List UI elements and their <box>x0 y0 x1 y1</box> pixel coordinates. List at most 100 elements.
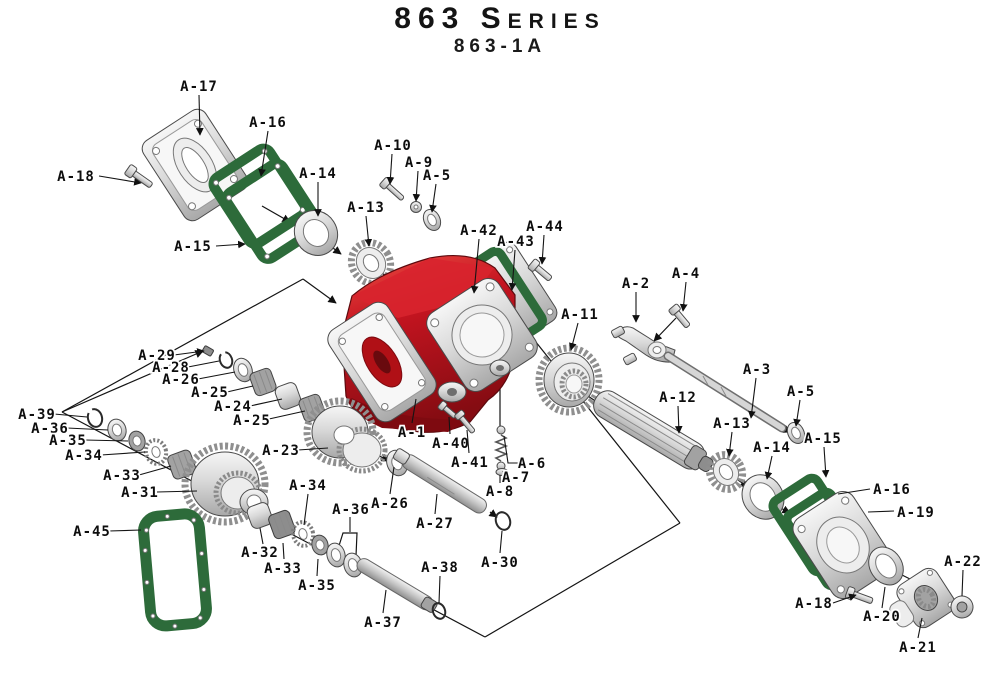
part-label-a-36: A-36 <box>31 421 69 437</box>
part-cluster-gear-a23 <box>303 397 388 474</box>
part-label-a-37: A-37 <box>364 615 402 631</box>
leader-line-a-10 <box>386 153 395 185</box>
part-label-a-38: A-38 <box>421 560 459 576</box>
part-washer-a36-left <box>107 418 127 442</box>
leader-line-a-37 <box>382 589 387 614</box>
leader-line-a-30 <box>499 530 503 554</box>
part-roller-bearing-a25-upper <box>249 367 277 397</box>
part-label-a-23: A-23 <box>262 443 300 459</box>
part-bolt-a18 <box>124 164 153 188</box>
part-washer-a36-lower-1 <box>326 542 346 568</box>
part-screw-a40 <box>437 400 457 419</box>
part-companion-flange-a21 <box>889 567 956 629</box>
leader-line-a-38 <box>438 575 441 604</box>
part-label-a-1: A-1 <box>398 425 426 441</box>
part-label-a-21: A-21 <box>899 640 937 656</box>
leader-line-a-16 <box>258 130 269 177</box>
leader-line-a-14 <box>764 455 773 480</box>
leader-line-a-43 <box>508 249 517 291</box>
part-bearing-cup-a14-left <box>293 210 339 256</box>
part-gasket-a45 <box>138 508 212 632</box>
part-label-a-12: A-12 <box>659 390 697 406</box>
part-label-a-34: A-34 <box>289 478 327 494</box>
leader-line-a-24 <box>249 398 283 407</box>
leader-line-a-22 <box>961 569 964 597</box>
part-label-a-15: A-15 <box>804 431 842 447</box>
leader-line-a-20 <box>881 586 886 609</box>
label-layer: A-17A-18A-16A-15A-14A-13A-10A-9A-5A-42A-… <box>16 77 982 658</box>
part-snap-ring-a39 <box>86 408 104 428</box>
part-washer-a36-lower-2 <box>343 552 363 578</box>
page-title: 863 Series <box>394 2 606 35</box>
part-label-a-26: A-26 <box>162 372 200 388</box>
part-washer-a5-top <box>422 208 442 232</box>
part-bearing-race-a32 <box>246 502 273 529</box>
part-label-a-27: A-27 <box>416 516 454 532</box>
page-subtitle: 863-1A <box>453 36 547 57</box>
part-label-a-5: A-5 <box>423 168 451 184</box>
part-label-a-32: A-32 <box>241 545 279 561</box>
part-label-a-17: A-17 <box>180 79 218 95</box>
leader-line-a-11 <box>569 322 579 351</box>
leader-line-a-31 <box>156 490 198 493</box>
leader-line-a-42 <box>470 238 480 294</box>
part-label-a-39: A-39 <box>18 407 56 423</box>
part-label-a-19: A-19 <box>897 505 935 521</box>
leader-line-a-5 <box>793 399 801 427</box>
leader-line-a-29 <box>173 348 205 356</box>
leader-line-a-6 <box>503 435 519 464</box>
part-label-a-10: A-10 <box>374 138 412 154</box>
part-nut-a9 <box>410 201 422 213</box>
part-detent-spring-a8 <box>493 425 509 476</box>
leader-line-a-5 <box>429 183 437 213</box>
part-bolt-a44 <box>527 258 553 282</box>
part-label-a-34: A-34 <box>65 448 103 464</box>
leader-line-a-19 <box>867 510 895 513</box>
part-label-a-16: A-16 <box>249 115 287 131</box>
part-label-a-33: A-33 <box>103 468 141 484</box>
part-label-a-13: A-13 <box>713 416 751 432</box>
leader-line-a-23 <box>297 447 329 451</box>
leader-line-a-15 <box>215 240 246 249</box>
part-label-a-36: A-36 <box>332 502 370 518</box>
part-o-ring-a30 <box>494 511 512 531</box>
leader-line-a-13 <box>364 215 373 247</box>
part-main-gear-a31 <box>181 442 269 526</box>
leader-line-a-35 <box>316 558 319 577</box>
part-shift-rail-a3 <box>663 351 787 433</box>
part-label-a-28: A-28 <box>152 360 190 376</box>
part-label-a-25: A-25 <box>191 385 229 401</box>
leader-line-a-44 <box>538 234 547 265</box>
part-label-a-35: A-35 <box>298 578 336 594</box>
part-label-a-11: A-11 <box>561 307 599 323</box>
part-bearing-cone-a13-left <box>347 239 395 287</box>
leader-line-a-13 <box>726 431 734 457</box>
leader-line-a-41 <box>466 429 470 454</box>
part-label-a-13: A-13 <box>347 200 385 216</box>
leader-line-a-7 <box>502 470 506 478</box>
part-label-a-20: A-20 <box>863 609 901 625</box>
part-lock-washer-a34-lower <box>290 520 316 548</box>
leader-line-a-15 <box>821 446 830 478</box>
part-label-a-45: A-45 <box>73 524 111 540</box>
leader-line-a-33 <box>138 465 172 476</box>
part-label-a-43: A-43 <box>497 234 535 250</box>
part-label-a-42: A-42 <box>460 223 498 239</box>
part-label-a-7: A-7 <box>502 470 530 486</box>
leader-line-a-28 <box>187 360 220 368</box>
part-label-a-14: A-14 <box>299 166 337 182</box>
part-o-ring-a38 <box>431 602 447 620</box>
part-bolt-a41 <box>454 409 476 434</box>
leader-line-a-12 <box>674 405 683 434</box>
leader-line-a-27 <box>434 493 438 515</box>
leader-line-a-26 <box>197 371 236 380</box>
part-spacer-a24 <box>274 382 302 410</box>
part-input-shaft-a12 <box>593 390 714 473</box>
part-label-a-31: A-31 <box>121 485 159 501</box>
part-roller-bearing-a33-lower <box>268 509 296 540</box>
leader-line-a-17 <box>195 94 204 136</box>
part-label-a-26: A-26 <box>371 496 409 512</box>
leader-line-a-26 <box>389 466 395 495</box>
leader-line-a-18 <box>98 175 142 186</box>
